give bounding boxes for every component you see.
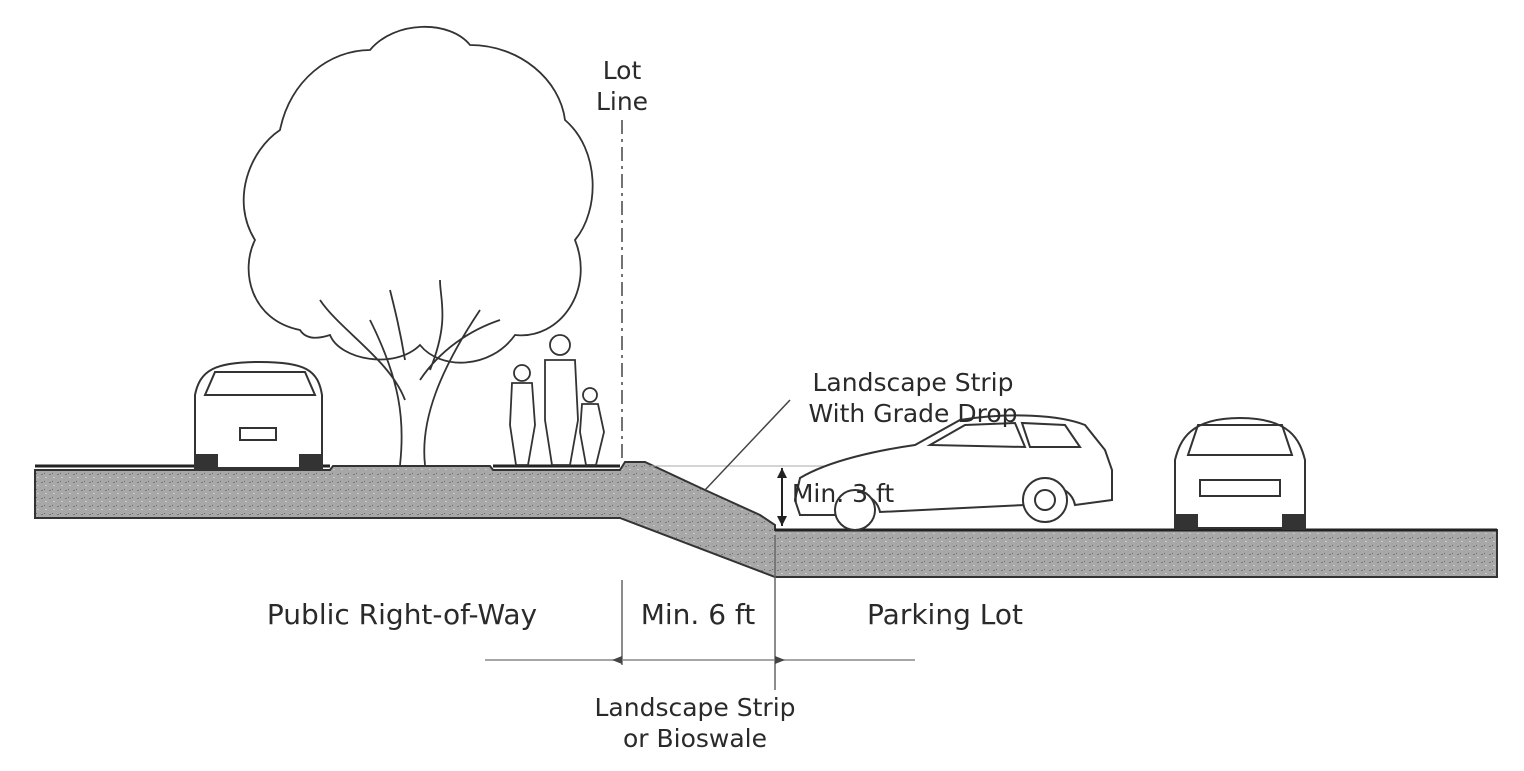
lot-line-label-line2: Line [595,87,649,116]
lot-line-label-line1: Lot [602,56,642,85]
min-width-label: Min. 6 ft [640,598,756,631]
strip-label-line2: or Bioswale [622,724,768,753]
parking-lot-label: Parking Lot [867,598,1023,631]
strip-label-line1: Landscape Strip [594,693,796,722]
pedestrians [509,334,605,466]
strip-label: Landscape Strip or Bioswale [594,692,795,754]
lot-line-label: Lot Line [596,55,648,117]
right-of-way-label: Public Right-of-Way [266,598,538,631]
car-right [1174,416,1306,530]
tree-illustration [242,25,594,466]
ground-section [34,461,1498,578]
car-left [194,360,323,470]
grade-drop-label: Landscape Strip With Grade Drop [808,367,1017,429]
min-height-label: Min. 3 ft [791,479,895,508]
grade-drop-label-line1: Landscape Strip [812,368,1014,397]
grade-drop-leader [704,399,791,491]
grade-drop-label-line2: With Grade Drop [808,399,1018,428]
car-side [793,414,1113,531]
